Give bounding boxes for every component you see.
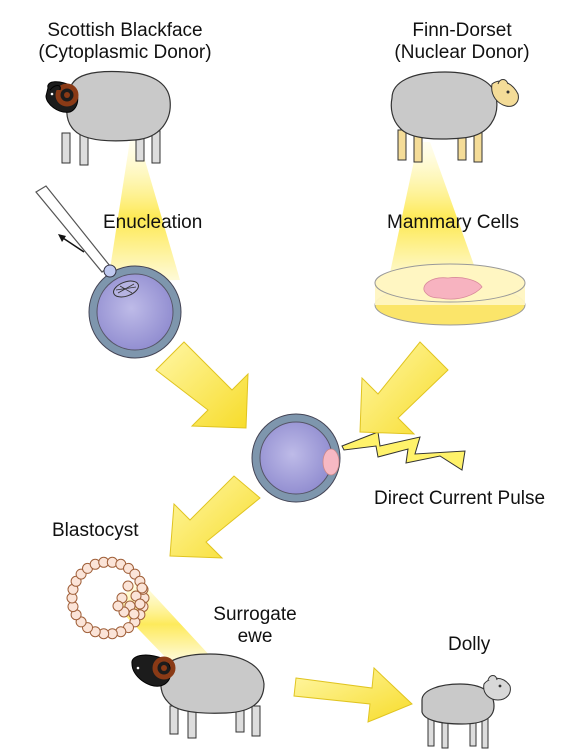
label-enucleation: Enucleation: [103, 212, 203, 233]
petri-dish: [374, 263, 526, 326]
scottish-blackface-sheep: [45, 70, 171, 166]
label-dolly: Dolly: [448, 634, 491, 655]
lightning-bolt-icon: [341, 431, 466, 471]
micropipette: [35, 185, 111, 273]
dolly-lamb: [421, 675, 511, 749]
arrow-egg-to-fusion: [155, 341, 249, 429]
arrow-dish-to-fusion: [359, 341, 449, 435]
label-surrogate-ewe: Surrogate ewe: [213, 604, 297, 647]
arrow-fusion-to-blastocyst: [169, 475, 261, 559]
cytoplasmic-donor-name: Scottish Blackface: [47, 20, 203, 41]
inner-cell-mass: [134, 598, 146, 610]
label-nuclear-donor: Finn-Dorset (Nuclear Donor): [362, 20, 562, 64]
inner-cell-mass: [122, 580, 134, 592]
label-direct-current-pulse: Direct Current Pulse: [374, 488, 546, 509]
nuclear-donor-name: Finn-Dorset: [412, 20, 512, 41]
blastocyst: [66, 556, 150, 640]
nuclear-donor-role: (Nuclear Donor): [394, 42, 530, 63]
inner-cell-mass: [128, 608, 140, 620]
finn-dorset-sheep: [390, 71, 519, 163]
label-cytoplasmic-donor: Scottish Blackface (Cytoplasmic Donor): [12, 20, 238, 64]
cytoplasmic-donor-role: (Cytoplasmic Donor): [38, 42, 212, 63]
beam-nuclear: [388, 142, 480, 282]
fused-cell: [251, 413, 341, 503]
arrow-surrogate-to-dolly: [293, 666, 413, 723]
egg-cell: [88, 264, 182, 359]
beam-cytoplasmic: [108, 140, 180, 282]
inner-cell-mass: [112, 600, 124, 612]
inner-cell-mass: [136, 582, 148, 594]
label-mammary-cells: Mammary Cells: [387, 212, 519, 233]
surrogate-ewe: [131, 653, 265, 739]
label-blastocyst: Blastocyst: [52, 520, 139, 541]
